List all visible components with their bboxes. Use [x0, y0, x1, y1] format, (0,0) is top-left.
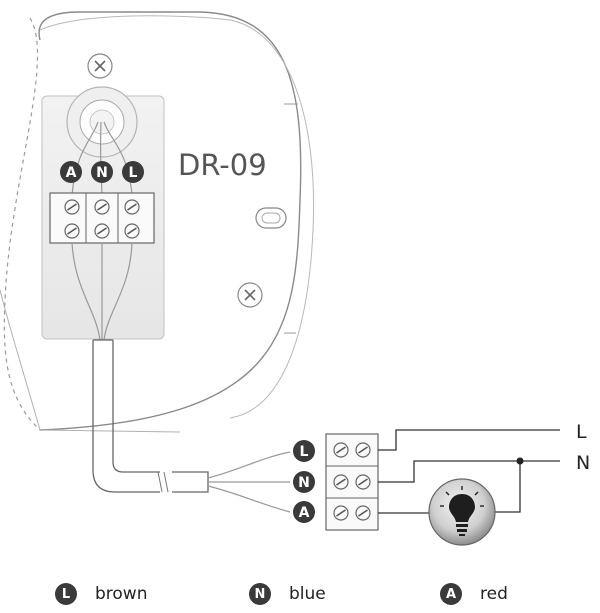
legend-badge-l: L [55, 583, 77, 605]
svg-text:L: L [300, 444, 309, 460]
legend-item-blue: N blue [249, 580, 326, 608]
svg-text:A: A [66, 165, 77, 181]
device-model-label: DR-09 [178, 148, 267, 182]
device-housing [0, 11, 315, 433]
junction-badge-l: L [293, 440, 315, 462]
cable-to-junction-wires [207, 451, 291, 513]
device-terminal-badge-n: N [91, 161, 113, 183]
device-terminal-badge-a: A [60, 161, 82, 183]
slot-hole [255, 207, 287, 229]
legend-item-brown: L brown [55, 580, 148, 608]
legend-label-brown: brown [95, 584, 148, 604]
legend-label-red: red [480, 584, 508, 604]
device-terminal-block [49, 192, 155, 244]
junction-badge-n: N [293, 471, 315, 493]
mounting-screw-top [87, 53, 113, 79]
line-label: L [576, 421, 587, 443]
mains-wiring [378, 429, 560, 514]
legend-badge-n: N [249, 583, 271, 605]
svg-text:A: A [299, 505, 310, 521]
cable-jacket [92, 339, 209, 493]
neutral-junction-dot [516, 457, 524, 465]
svg-text:N: N [298, 475, 310, 491]
mounting-screw-bottom [237, 282, 263, 308]
legend-label-blue: blue [289, 584, 326, 604]
junction-badge-a: A [293, 501, 315, 523]
internal-wires-bottom [71, 242, 133, 341]
legend-item-red: A red [440, 580, 508, 608]
junction-terminal-block [325, 433, 379, 531]
svg-text:L: L [129, 165, 138, 181]
lightbulb-icon [428, 478, 496, 546]
neutral-label: N [576, 452, 590, 474]
legend-badge-a: A [440, 583, 462, 605]
cable-grommet [66, 86, 138, 158]
svg-text:N: N [96, 165, 108, 181]
device-terminal-badge-l: L [122, 161, 144, 183]
